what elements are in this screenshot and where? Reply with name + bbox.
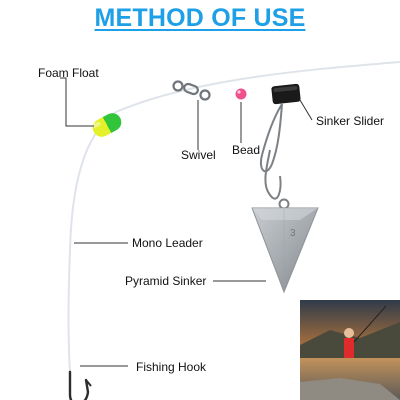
label-pyramid-sinker: Pyramid Sinker	[125, 274, 207, 288]
pointer-sinker-slider	[299, 99, 313, 121]
label-fishing-hook: Fishing Hook	[136, 360, 207, 374]
sinker-mark: 3	[290, 228, 296, 239]
label-sinker-slider: Sinker Slider	[316, 114, 385, 128]
snap-clip-icon	[260, 103, 290, 210]
pointer-lines	[60, 77, 313, 367]
foam-float-icon	[92, 113, 122, 137]
label-mono-leader: Mono Leader	[132, 236, 203, 250]
pyramid-sinker-icon	[251, 207, 319, 294]
swivel-icon	[172, 80, 211, 101]
angler-boat-photo	[300, 300, 400, 400]
label-foam-float: Foam Float	[38, 66, 99, 80]
bead-icon	[235, 88, 247, 100]
label-swivel: Swivel	[181, 148, 216, 162]
page-title: METHOD OF USE	[94, 4, 306, 32]
sinker-slider-icon	[271, 83, 301, 105]
label-bead: Bead	[232, 143, 261, 157]
pointer-foam-float	[60, 77, 94, 127]
fishing-hook-icon	[68, 370, 90, 400]
